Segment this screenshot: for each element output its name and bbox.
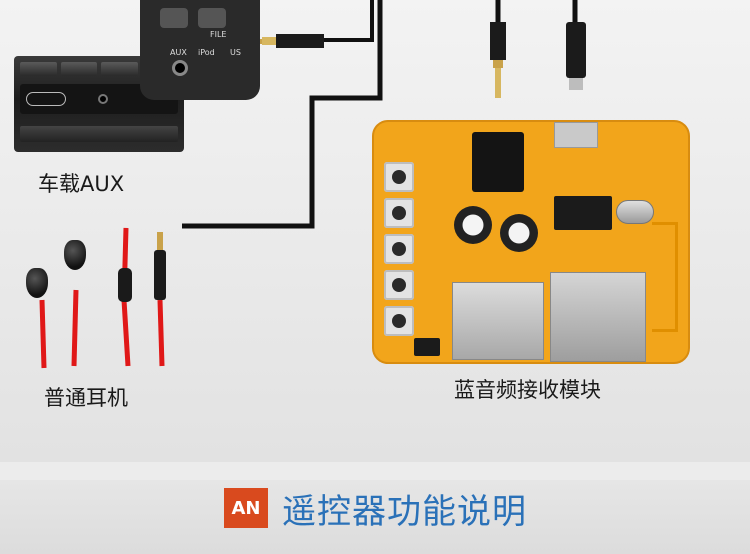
section-title: 遥控器功能说明 [282, 484, 527, 533]
panel-aux-port [172, 60, 188, 76]
stereo-caption: 车载AUX [38, 168, 124, 198]
crystal-oscillator [616, 200, 654, 224]
panel-usb-label: US [230, 48, 241, 57]
earbud-right [64, 240, 86, 270]
earbud-left [26, 268, 48, 298]
audio-jack-socket [472, 132, 524, 192]
bluetooth-audio-board [372, 120, 690, 364]
board-button-2 [384, 198, 414, 228]
board-button-5 [384, 306, 414, 336]
section-banner: AN 遥控器功能说明 [0, 480, 750, 554]
panel-aux-label: AUX [170, 48, 187, 57]
headphone-caption: 普通耳机 [44, 382, 128, 412]
micro-usb-socket [554, 122, 598, 148]
usb-a-socket [452, 282, 544, 360]
section-tag: AN [224, 488, 268, 528]
capacitor-1 [454, 206, 492, 244]
capacitor-2 [500, 214, 538, 252]
board-caption: 蓝音频接收模块 [454, 374, 601, 404]
product-photo: FILE AUX iPod US 车载AUX 普通耳机 蓝音频接收模块 [0, 0, 750, 462]
board-button-4 [384, 270, 414, 300]
board-button-1 [384, 162, 414, 192]
aux-panel-closeup: FILE AUX iPod US [140, 0, 260, 100]
regulator-chip [414, 338, 440, 356]
panel-file-label: FILE [210, 30, 226, 39]
sd-card-slot [550, 272, 646, 362]
board-button-3 [384, 234, 414, 264]
ic-chip [554, 196, 612, 230]
aux-port [98, 94, 108, 104]
stereo-logo [26, 92, 66, 106]
panel-ipod-label: iPod [198, 48, 215, 57]
pcb-antenna [652, 222, 678, 332]
